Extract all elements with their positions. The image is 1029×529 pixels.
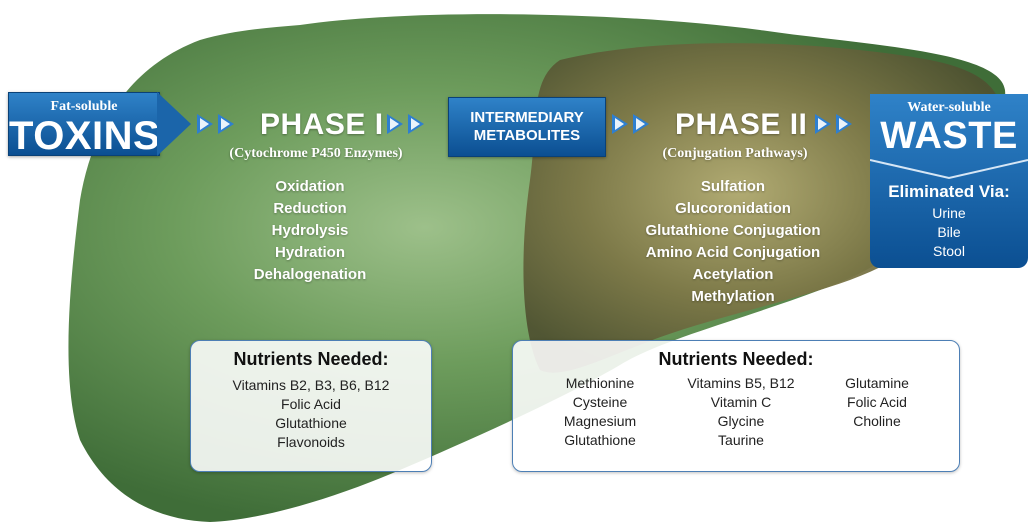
- waste-box: Water-soluble WASTE Eliminated Via: Urin…: [870, 94, 1028, 268]
- arrow-group-1-icon: [197, 114, 236, 134]
- phase2-process: Glucoronidation: [675, 200, 791, 217]
- elim-item: Urine: [932, 205, 966, 221]
- chevron-right-icon: [408, 114, 426, 134]
- nutrient-item: Flavonoids: [277, 434, 345, 450]
- toxins-box: Fat-soluble TOXINS: [8, 92, 160, 156]
- phase2-process-list: Sulfation Glucoronidation Glutathione Co…: [618, 176, 848, 308]
- phase2-subtitle: (Conjugation Pathways): [662, 146, 808, 161]
- phase1-subtitle: (Cytochrome P450 Enzymes): [229, 146, 403, 161]
- phase2-process: Acetylation: [692, 266, 774, 283]
- toxins-arrow-icon: [157, 92, 191, 156]
- phase1-nutrients-title: Nutrients Needed:: [233, 349, 389, 369]
- phase2-nutrients-box: Nutrients Needed: Methionine Cysteine Ma…: [512, 340, 960, 472]
- nutrient-item: Glycine: [717, 413, 765, 429]
- phase1-nutrients-list: Vitamins B2, B3, B6, B12 Folic Acid Glut…: [191, 376, 431, 452]
- chevron-right-icon: [218, 114, 236, 134]
- chevron-right-icon: [633, 114, 651, 134]
- arrow-group-2-icon: [387, 114, 426, 134]
- nutrient-item: Vitamin C: [710, 394, 772, 410]
- phase1-process: Reduction: [273, 200, 347, 217]
- nutrient-item: Cysteine: [572, 394, 628, 410]
- intermediary-line2: METABOLITES: [473, 127, 581, 144]
- phase2-title: PHASE II: [675, 108, 808, 141]
- toxins-title: TOXINS: [9, 114, 161, 158]
- nutrient-item: Vitamins B5, B12: [687, 375, 795, 391]
- phase1-nutrients-box: Nutrients Needed: Vitamins B2, B3, B6, B…: [190, 340, 432, 472]
- phase1-title: PHASE I: [260, 108, 384, 141]
- nutrient-item: Glutathione: [564, 432, 636, 448]
- phase2-nutrients-col1: Methionine Cysteine Magnesium Glutathion…: [535, 374, 665, 450]
- waste-subtitle: Water-soluble: [907, 100, 991, 115]
- nutrient-item: Magnesium: [563, 413, 637, 429]
- phase2-nutrients-columns: Methionine Cysteine Magnesium Glutathion…: [513, 370, 959, 450]
- elim-item: Bile: [937, 224, 961, 240]
- intermediary-line1: INTERMEDIARY: [470, 109, 584, 126]
- phase1-process: Hydration: [274, 244, 345, 261]
- eliminated-via-title: Eliminated Via:: [888, 182, 1010, 201]
- nutrient-item: Methionine: [565, 375, 635, 391]
- arrow-group-4-icon: [815, 114, 854, 134]
- phase1-process: Dehalogenation: [253, 266, 367, 283]
- nutrient-item: Vitamins B2, B3, B6, B12: [232, 377, 390, 393]
- elim-item: Stool: [933, 243, 965, 259]
- chevron-right-icon: [836, 114, 854, 134]
- nutrient-item: Taurine: [718, 432, 764, 448]
- phase2-nutrients-col3: Glutamine Folic Acid Choline: [817, 374, 937, 450]
- phase2-process: Glutathione Conjugation: [645, 222, 821, 239]
- chevron-right-icon: [387, 114, 405, 134]
- phase2-nutrients-col2: Vitamins B5, B12 Vitamin C Glycine Tauri…: [671, 374, 811, 450]
- waste-title: WASTE: [880, 115, 1018, 157]
- chevron-right-icon: [815, 114, 833, 134]
- nutrient-item: Folic Acid: [847, 394, 907, 410]
- phase2-process: Methylation: [691, 288, 775, 305]
- chevron-right-icon: [197, 114, 215, 134]
- eliminated-via-list: Urine Bile Stool: [870, 204, 1028, 261]
- nutrient-item: Folic Acid: [281, 396, 341, 412]
- phase2-nutrients-title: Nutrients Needed:: [658, 349, 814, 369]
- nutrient-item: Glutamine: [845, 375, 909, 391]
- phase2-process: Amino Acid Conjugation: [645, 244, 821, 261]
- nutrient-item: Choline: [853, 413, 901, 429]
- nutrient-item: Glutathione: [275, 415, 347, 431]
- chevron-right-icon: [612, 114, 630, 134]
- arrow-group-3-icon: [612, 114, 651, 134]
- waste-divider-chevron-icon: [870, 159, 1028, 180]
- toxins-subtitle: Fat-soluble: [50, 99, 118, 114]
- phase1-process: Hydrolysis: [271, 222, 349, 239]
- phase1-process-list: Oxidation Reduction Hydrolysis Hydration…: [210, 176, 410, 286]
- phase1-process: Oxidation: [275, 178, 345, 195]
- intermediary-metabolites-box: INTERMEDIARY METABOLITES: [448, 97, 606, 157]
- phase2-process: Sulfation: [700, 178, 766, 195]
